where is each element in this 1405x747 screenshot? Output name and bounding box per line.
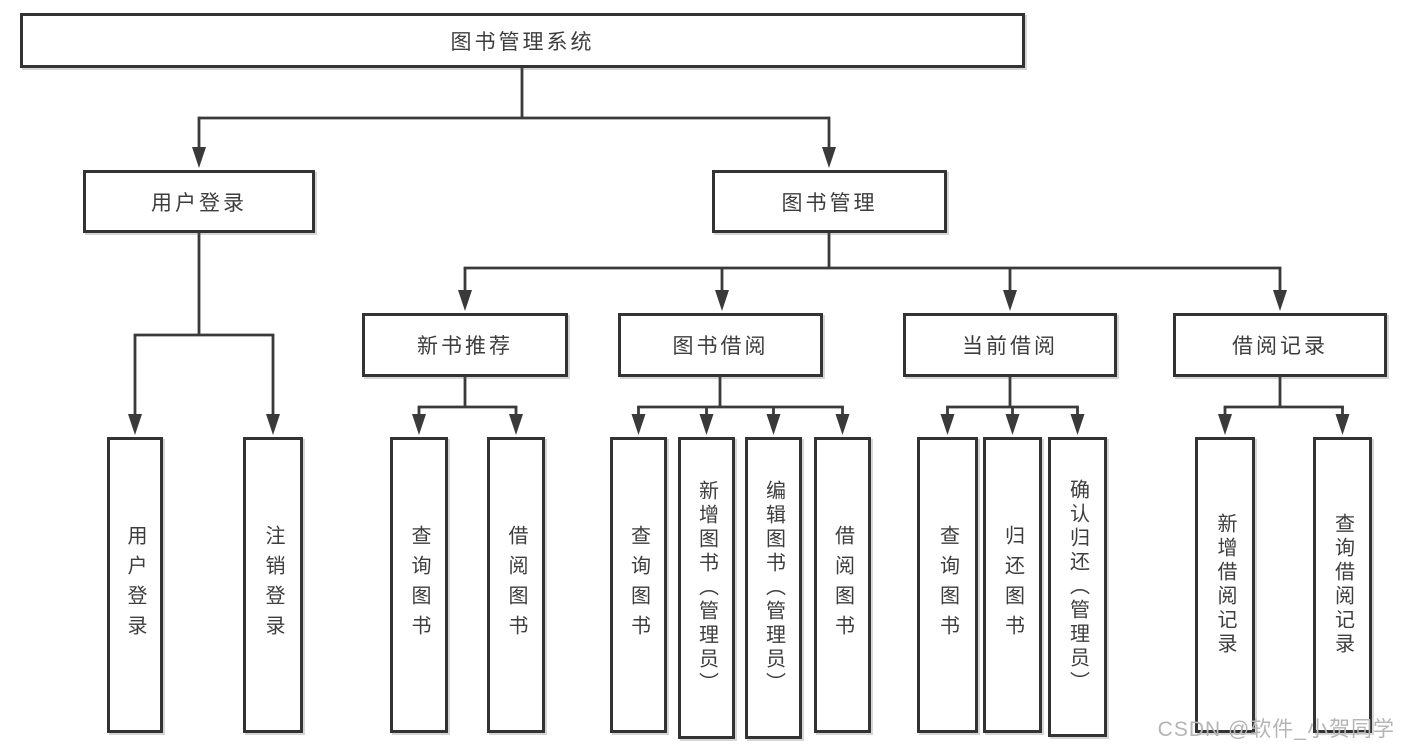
leaf-add-book-admin: 新增图书（管理员） [678,437,735,739]
node-book-borrow-label: 图书借阅 [672,335,769,358]
node-current-borrow-label: 当前借阅 [962,335,1058,358]
leaf-borrow-book-label: 借阅图书 [831,525,854,645]
leaf-user-login: 用户登录 [107,437,163,733]
leaf-edit-book-admin: 编辑图书（管理员） [745,437,802,739]
node-user-login: 用户登录 [83,170,315,233]
leaf-logout: 注销登录 [243,437,303,733]
leaf-query-book-recommend: 查询图书 [390,437,448,733]
leaf-return-book: 归还图书 [983,437,1042,733]
leaf-borrow-book: 借阅图书 [814,437,871,733]
leaf-user-login-label: 用户登录 [124,525,146,645]
leaf-borrow-book-recommend-label: 借阅图书 [505,525,527,645]
leaf-query-book-borrow: 查询图书 [610,437,667,733]
csdn-watermark: CSDN @软件_小贺同学 [1157,718,1395,741]
leaf-confirm-return-admin-label: 确认归还（管理员） [1066,479,1089,695]
leaf-query-book-current: 查询图书 [917,437,978,733]
leaf-confirm-return-admin: 确认归还（管理员） [1048,437,1107,737]
node-new-book-recommend-label: 新书推荐 [417,335,513,358]
node-book-management-label: 图书管理 [781,191,878,215]
leaf-logout-label: 注销登录 [262,525,284,645]
leaf-return-book-label: 归还图书 [1001,525,1024,645]
node-root: 图书管理系统 [20,13,1025,68]
leaf-add-borrow-record: 新增借阅记录 [1195,437,1255,733]
node-book-management: 图书管理 [712,170,947,233]
node-user-login-label: 用户登录 [151,191,247,215]
node-book-borrow: 图书借阅 [618,313,823,377]
leaf-query-borrow-record-label: 查询借阅记录 [1331,513,1354,657]
leaf-query-book-recommend-label: 查询图书 [408,525,430,645]
node-borrow-record-label: 借阅记录 [1232,335,1328,358]
node-root-label: 图书管理系统 [450,30,595,54]
leaf-add-book-admin-label: 新增图书（管理员） [695,480,718,696]
leaf-query-book-borrow-label: 查询图书 [627,525,650,645]
leaf-edit-book-admin-label: 编辑图书（管理员） [762,480,785,696]
node-new-book-recommend: 新书推荐 [362,313,568,377]
leaf-query-borrow-record: 查询借阅记录 [1313,437,1372,733]
node-borrow-record: 借阅记录 [1173,313,1387,377]
leaf-borrow-book-recommend: 借阅图书 [487,437,545,733]
leaf-add-borrow-record-label: 新增借阅记录 [1214,513,1236,657]
leaf-query-book-current-label: 查询图书 [936,525,959,645]
node-current-borrow: 当前借阅 [903,313,1117,377]
